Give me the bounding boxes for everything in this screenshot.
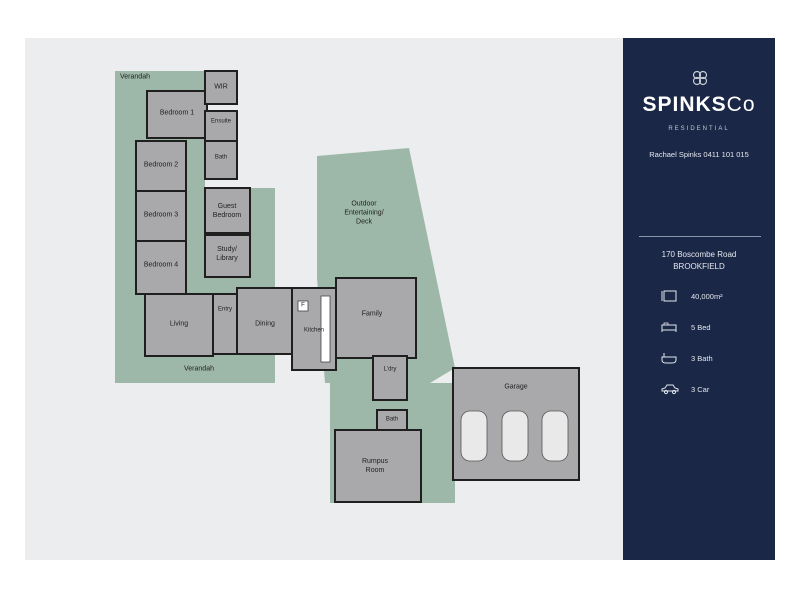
bath-main-room <box>204 140 238 180</box>
bedroom3-label: Bedroom 3 <box>143 211 179 219</box>
wir-label: WIR <box>214 83 228 91</box>
panel-divider <box>639 236 761 237</box>
verandah-top-label: Verandah <box>120 73 150 81</box>
bedroom1-label: Bedroom 1 <box>159 109 195 117</box>
study-library-label: Study/ Library <box>216 246 238 262</box>
bedroom2-label: Bedroom 2 <box>143 161 179 169</box>
address-suburb: BROOKFIELD <box>673 262 725 271</box>
laundry-label: L'dry <box>383 366 397 373</box>
spinks-logo-icon <box>692 70 708 86</box>
brand-name-light: Co <box>726 93 756 116</box>
kitchen-island <box>320 295 331 363</box>
floor-plan-drawing <box>115 70 580 503</box>
car-2 <box>501 410 529 462</box>
fridge-label: F <box>301 302 305 309</box>
living-label: Living <box>169 320 189 328</box>
verandah-bottom-label: Verandah <box>184 365 214 373</box>
study-library-room <box>204 234 251 278</box>
rumpus-room <box>334 429 422 503</box>
garage-label: Garage <box>504 383 528 391</box>
kitchen-fixtures <box>297 295 331 363</box>
family-room <box>335 277 417 359</box>
car-1 <box>460 410 488 462</box>
laundry-room <box>372 355 408 401</box>
ensuite-label: Ensuite <box>210 118 232 125</box>
bath-main-label: Bath <box>214 154 228 161</box>
car-3 <box>541 410 569 462</box>
outdoor-label: Outdoor Entertaining/ Deck <box>344 200 384 226</box>
cars-value: 3 Car <box>691 385 710 394</box>
kitchen-label: Kitchen <box>303 327 325 334</box>
baths-value: 3 Bath <box>691 354 713 363</box>
dining-label: Dining <box>255 320 275 328</box>
rumpus-label: Rumpus Room <box>361 458 389 474</box>
bedroom4-label: Bedroom 4 <box>143 261 179 269</box>
bedroom1-room <box>146 90 208 139</box>
family-label: Family <box>361 310 383 318</box>
land-value: 40,000m² <box>691 292 723 301</box>
brand-subtitle: RESIDENTIAL <box>668 126 730 132</box>
dining-room <box>236 287 293 355</box>
property-address: 170 Boscombe Road BROOKFIELD <box>623 249 775 273</box>
car-icon <box>661 384 679 395</box>
beds-value: 5 Bed <box>691 323 711 332</box>
garage-cars <box>460 410 569 462</box>
brand-name-bold: SPINKS <box>642 93 727 116</box>
guest-bedroom-room <box>204 187 251 234</box>
agent-contact: Rachael Spinks 0411 101 015 <box>649 150 749 159</box>
bath-small-label: Bath <box>385 416 399 423</box>
fridge-box <box>297 300 309 312</box>
guest-bedroom-label: Guest Bedroom <box>212 203 242 219</box>
land-area-icon <box>661 290 677 302</box>
entry-room <box>212 293 238 355</box>
entry-label: Entry <box>217 306 233 313</box>
living-room <box>144 293 214 357</box>
bath-icon <box>661 353 677 364</box>
address-street: 170 Boscombe Road <box>661 250 737 259</box>
brand-name: SPINKSCo <box>623 93 775 117</box>
agency-panel: SPINKSCo RESIDENTIAL Rachael Spinks 0411… <box>623 38 775 560</box>
wir-room <box>204 70 238 105</box>
floor-plan: Verandah WIR Bedroom 1 Ensuite Bath Bedr… <box>25 38 623 560</box>
bed-icon <box>661 322 677 332</box>
